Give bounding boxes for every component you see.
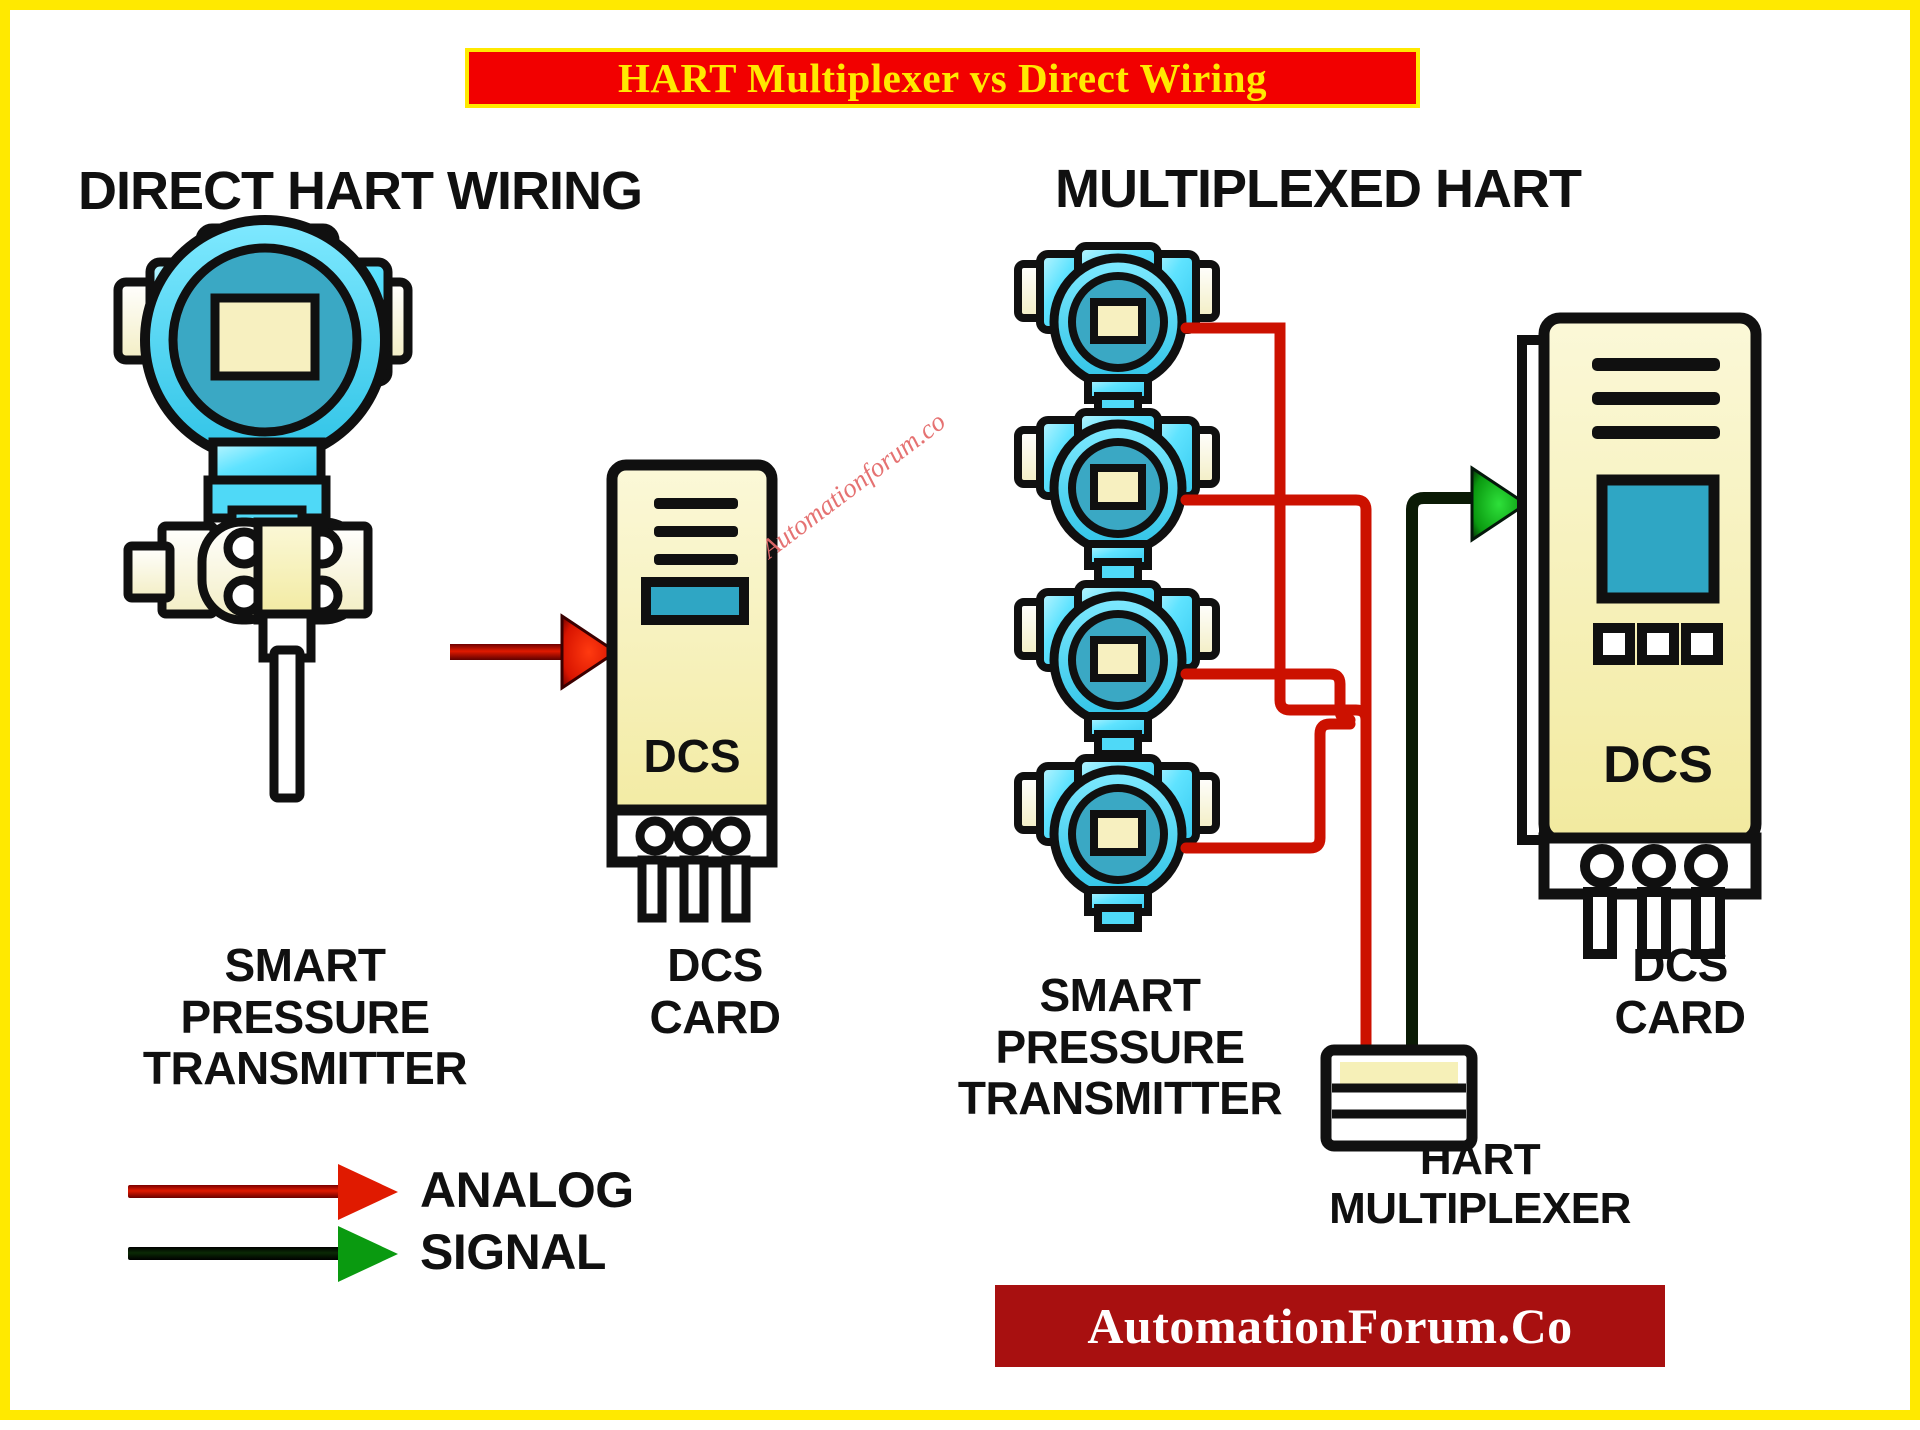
card-screen — [641, 577, 749, 625]
card-indicator — [1637, 623, 1679, 665]
dcs-label-right: DCS — [1603, 736, 1713, 794]
section-heading-multiplexed-hart: MULTIPLEXED HART — [1055, 159, 1582, 219]
caption-mux-dcs-card: DCS CARD — [1614, 939, 1746, 1043]
legend-line-signal — [128, 1247, 343, 1260]
right-arrow-icon — [338, 1164, 398, 1220]
page-title: HART Multiplexer vs Direct Wiring — [617, 55, 1268, 101]
site-logo-banner[interactable]: AutomationForum.Co — [995, 1285, 1665, 1367]
card-indicator — [1681, 623, 1723, 665]
card-slot-line — [654, 526, 738, 537]
mux-transmitter-1 — [1014, 242, 1220, 420]
caption-left-dcs-card: DCS CARD — [649, 939, 781, 1043]
card-slot-line — [1592, 426, 1720, 439]
hart-analog-wiring — [1180, 322, 1372, 1062]
watermark: Automationforum.co — [755, 405, 951, 564]
caption-hart-multiplexer: HART MULTIPLEXER — [1329, 1135, 1631, 1234]
card-slot-line — [654, 554, 738, 565]
card-slot-line — [1592, 358, 1720, 371]
left-analog-signal-arrow — [450, 613, 619, 691]
card-indicator — [1593, 623, 1635, 665]
caption-mux-transmitter: SMART PRESSURE TRANSMITTER — [957, 969, 1283, 1125]
legend-label-signal: SIGNAL — [420, 1224, 606, 1280]
left-dcs-card: DCS — [606, 459, 778, 923]
hart-arrow-head — [1470, 465, 1529, 543]
right-arrow-icon — [338, 1226, 398, 1282]
legend-line-analog — [128, 1185, 343, 1198]
card-screen — [1596, 474, 1720, 604]
transmitter-display — [210, 293, 320, 381]
legend: ANALOG SIGNAL — [120, 1162, 760, 1295]
legend-item-signal: SIGNAL — [120, 1224, 760, 1283]
card-slot-line — [1592, 392, 1720, 405]
mux-transmitter-4 — [1014, 754, 1220, 932]
legend-item-analog: ANALOG — [120, 1162, 760, 1221]
legend-label-analog: ANALOG — [420, 1162, 634, 1218]
caption-left-transmitter: SMART PRESSURE TRANSMITTER — [142, 939, 468, 1095]
section-heading-direct-hart-wiring: DIRECT HART WIRING — [78, 161, 643, 221]
site-logo-text: AutomationForum.Co — [1087, 1298, 1573, 1354]
mux-transmitter-2 — [1014, 408, 1220, 586]
left-smart-pressure-transmitter — [113, 215, 413, 803]
page-title-banner: HART Multiplexer vs Direct Wiring — [465, 48, 1420, 108]
dcs-label-left: DCS — [643, 730, 740, 782]
right-dcs-card: DCS — [1517, 312, 1762, 959]
hart-digital-wiring — [1406, 465, 1529, 1062]
mux-transmitter-3 — [1014, 580, 1220, 758]
card-slot-line — [654, 498, 738, 509]
hart-multiplexer-device — [1320, 1044, 1478, 1152]
